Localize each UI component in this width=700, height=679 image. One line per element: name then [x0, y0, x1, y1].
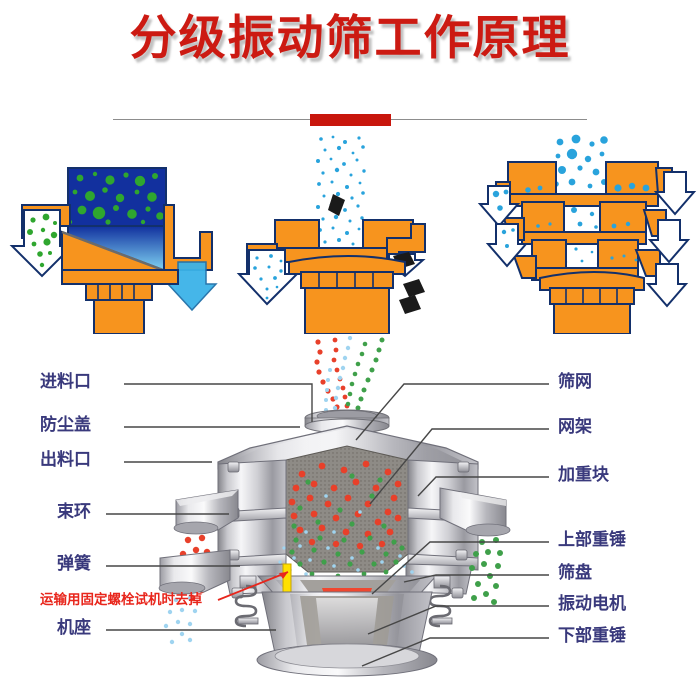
medium-green-particles	[289, 473, 405, 579]
label-mesh-frame: 网架	[558, 417, 592, 437]
label-screen-tray: 筛盘	[558, 563, 592, 583]
label-screen-mesh: 筛网	[558, 372, 592, 392]
machine-base	[288, 255, 406, 334]
debris-chunk-2	[403, 279, 425, 297]
interior-particles	[276, 460, 430, 596]
label-lower-hammer: 下部重锤	[558, 626, 626, 646]
principle-panels	[0, 134, 700, 334]
label-vibration-motor: 振动电机	[558, 594, 626, 614]
label-outlet: 出料口	[40, 450, 91, 470]
fine-particle-discharge-arrow	[236, 249, 300, 306]
label-base: 机座	[57, 618, 91, 638]
coarse-red-particles	[288, 460, 402, 550]
label-spring: 弹簧	[57, 554, 91, 574]
particle-column	[315, 134, 367, 258]
header: 分级振动筛工作原理	[0, 11, 700, 66]
title-divider	[113, 114, 587, 126]
left-discharge-arrows	[477, 185, 529, 268]
spring-coil	[234, 584, 258, 628]
label-weight-block: 加重块	[558, 465, 609, 485]
debris-chunk-3	[399, 295, 421, 314]
right-outlet-pipe	[163, 204, 213, 271]
feed-particle-spray	[314, 336, 385, 417]
label-dust-cover: 防尘盖	[40, 415, 91, 435]
label-clamp-ring: 束环	[57, 502, 91, 522]
panel-impurity-removal	[233, 134, 466, 334]
panel-multi-deck-classifying	[466, 134, 699, 334]
deck-2	[521, 201, 647, 245]
debris-in-column	[328, 194, 345, 216]
panel-single-deck-separation	[0, 134, 233, 334]
left-outlet-spout	[173, 489, 239, 535]
page-title: 分级振动筛工作原理	[129, 11, 571, 66]
green-discharge-arrow	[9, 209, 75, 278]
machine-base	[85, 283, 153, 334]
label-feed-inlet: 进料口	[40, 372, 91, 392]
green-solids	[67, 171, 164, 225]
leader-lines	[106, 383, 549, 667]
left-lower-outlet-particles	[163, 595, 198, 645]
label-upper-hammer: 上部重锤	[558, 530, 626, 550]
machine-base	[256, 591, 438, 677]
transport-bolt-warning-leader	[217, 571, 289, 601]
right-outlet-spout	[439, 487, 511, 537]
right-discharge-arrows	[645, 171, 697, 308]
rotary-vibrating-screen-cutaway	[0, 336, 700, 679]
machine-base	[539, 271, 645, 334]
label-transport-bolt-note: 运输用固定螺栓试机时去掉	[40, 592, 202, 608]
left-lower-outlet-spout	[158, 549, 231, 595]
screen-chamber-interior	[285, 445, 409, 573]
interdeck-particles	[525, 182, 650, 262]
divider-accent-block	[310, 114, 391, 126]
